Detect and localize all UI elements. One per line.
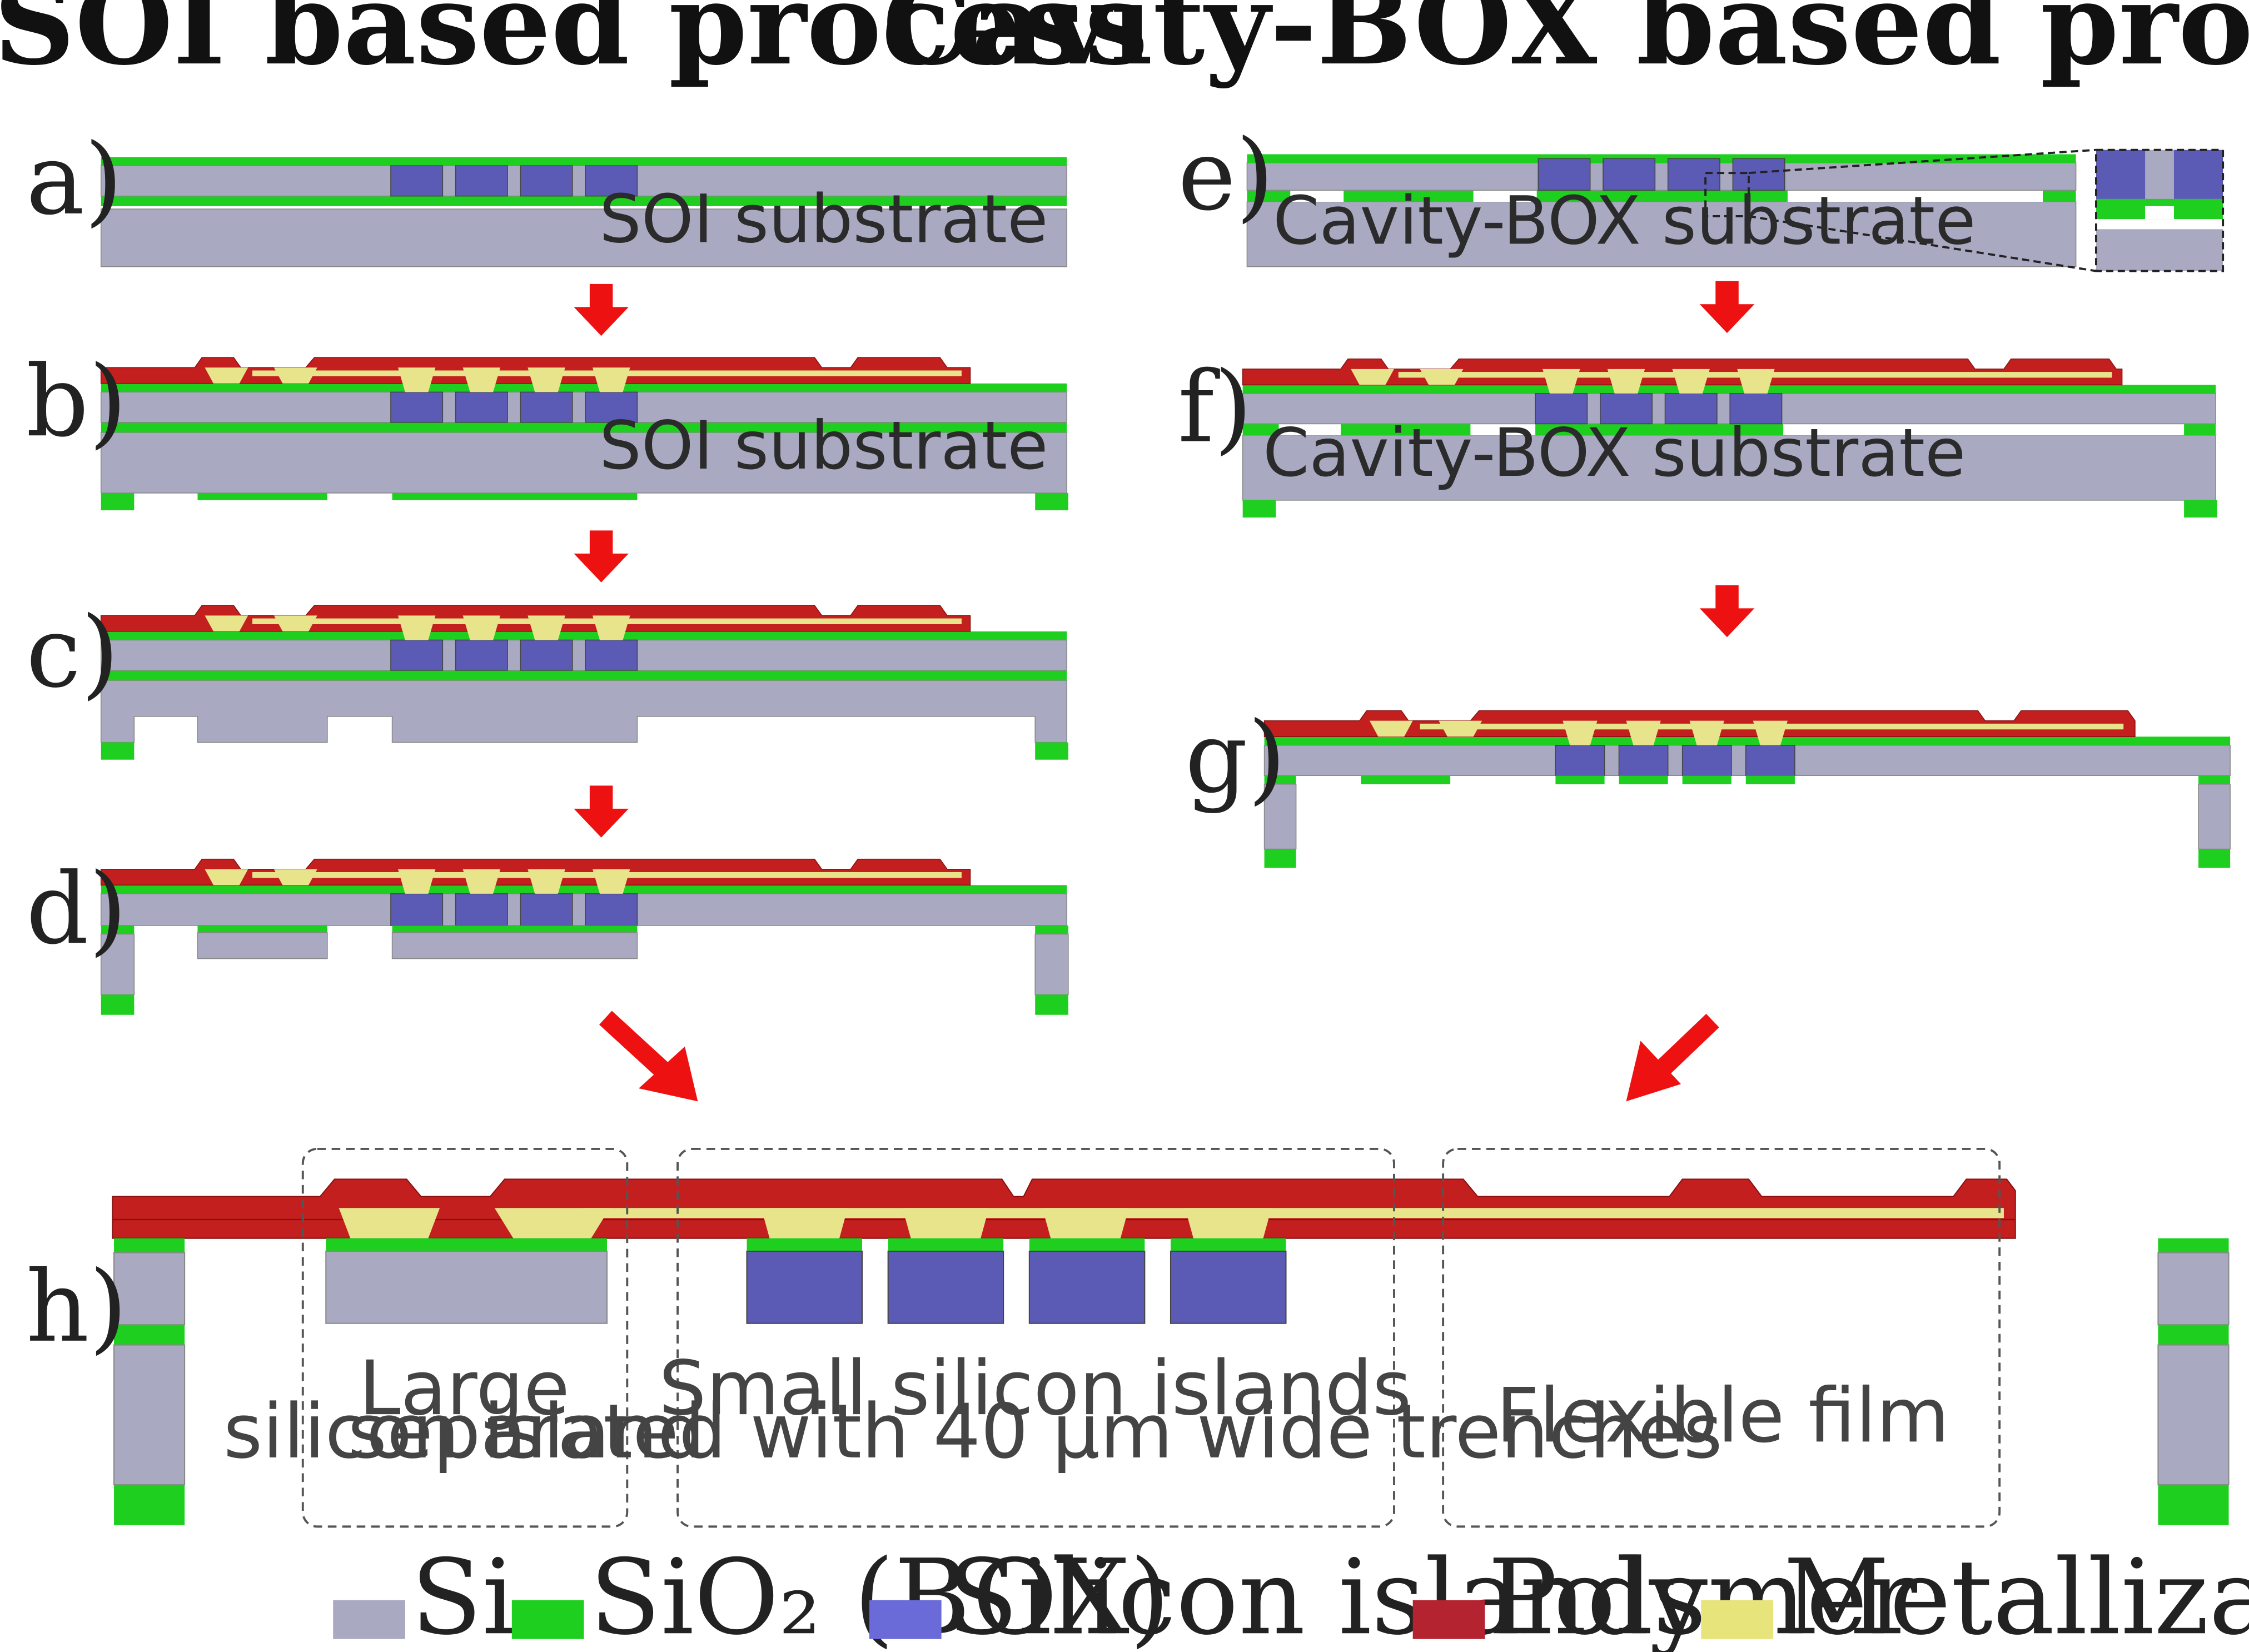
legend-label-metallization: Metallization — [1783, 1537, 2249, 1652]
legend-swatch-metallization — [1701, 1600, 1774, 1639]
soi-substrate-label-a: SOI substrate — [599, 181, 1048, 258]
legend-label-silicon-islands: Silicon islands — [947, 1537, 1706, 1652]
step-label-f: f) — [1178, 350, 1252, 465]
legend-swatch-silicon-islands — [869, 1600, 942, 1639]
step-label-c: c) — [26, 595, 120, 709]
step-e-diagram — [1246, 148, 2225, 272]
step-label-e: e) — [1178, 118, 1274, 232]
legend: Si SiO₂ (BOX) Silicon islands Polymer Me… — [333, 1537, 2249, 1652]
cavity-box-substrate-label-f: Cavity-BOX substrate — [1263, 415, 1966, 492]
step-b-diagram — [100, 357, 1068, 511]
legend-label-si: Si — [411, 1537, 515, 1652]
step-g-diagram — [1263, 710, 2231, 868]
step-h-diagram — [112, 1178, 2230, 1525]
small-islands-region-box — [676, 1147, 1395, 1528]
arrow-diagonal-left-icon — [599, 1011, 698, 1102]
step-label-g: g) — [1185, 700, 1286, 815]
small-islands-label-line1: Small silicon islands — [659, 1345, 1411, 1432]
large-island-label-line2: silicon island — [223, 1388, 705, 1475]
step-label-d: d) — [26, 852, 127, 966]
legend-swatch-polymer — [1412, 1600, 1485, 1639]
cavity-box-substrate-label-e: Cavity-BOX substrate — [1273, 182, 1976, 260]
arrow-diagonal-right-icon — [1626, 1013, 1719, 1102]
legend-swatch-sio2 — [511, 1600, 584, 1639]
legend-swatch-si — [333, 1600, 405, 1639]
title-soi-process: SOI based process — [0, 0, 1148, 90]
soi-substrate-label-b: SOI substrate — [599, 407, 1048, 485]
step-label-b: b) — [26, 344, 127, 459]
step-a-diagram — [100, 157, 1068, 267]
flexible-film-label: Flexible film — [1496, 1372, 1949, 1459]
step-f-diagram — [1242, 358, 2217, 518]
step-label-h: h) — [26, 1250, 127, 1364]
step-d-diagram — [100, 858, 1069, 1015]
flexible-film-region-box — [1442, 1147, 2001, 1528]
large-island-region-box — [301, 1147, 629, 1528]
small-islands-label-line2: separated with 40 µm wide trenches — [348, 1388, 1723, 1475]
step-c-diagram — [100, 605, 1068, 760]
title-cavity-box-process: Cavity-BOX based process — [883, 0, 2249, 90]
large-island-label-line1: Large — [359, 1345, 570, 1432]
step-label-a: a) — [26, 122, 123, 237]
